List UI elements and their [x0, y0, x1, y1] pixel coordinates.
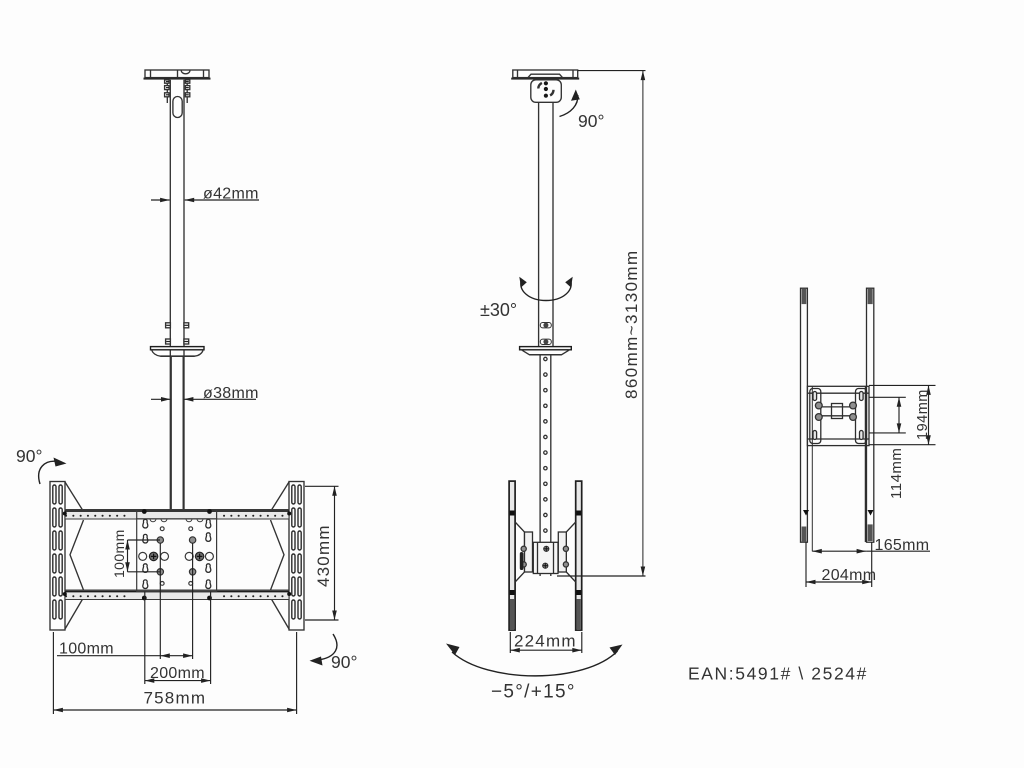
- svg-text:100mm: 100mm: [111, 529, 127, 578]
- svg-text:114mm: 114mm: [888, 448, 905, 499]
- svg-text:−5°/+15°: −5°/+15°: [491, 682, 576, 703]
- svg-text:758mm: 758mm: [144, 689, 207, 708]
- svg-text:90°: 90°: [578, 111, 604, 131]
- svg-text:430mm: 430mm: [314, 524, 333, 587]
- svg-text:90°: 90°: [16, 446, 42, 466]
- svg-text:204mm: 204mm: [822, 567, 877, 584]
- svg-text:±30°: ±30°: [480, 300, 517, 320]
- svg-text:100mm: 100mm: [59, 641, 114, 658]
- svg-text:194mm: 194mm: [915, 389, 931, 440]
- svg-text:90°: 90°: [331, 652, 357, 672]
- svg-text:860mm~3130mm: 860mm~3130mm: [622, 249, 641, 399]
- svg-text:EAN:5491# \ 2524#: EAN:5491# \ 2524#: [688, 664, 868, 684]
- svg-text:224mm: 224mm: [514, 632, 577, 651]
- svg-text:ø42mm: ø42mm: [203, 186, 259, 203]
- svg-text:ø38mm: ø38mm: [203, 385, 259, 402]
- svg-text:200mm: 200mm: [150, 665, 205, 682]
- svg-text:165mm: 165mm: [875, 537, 930, 554]
